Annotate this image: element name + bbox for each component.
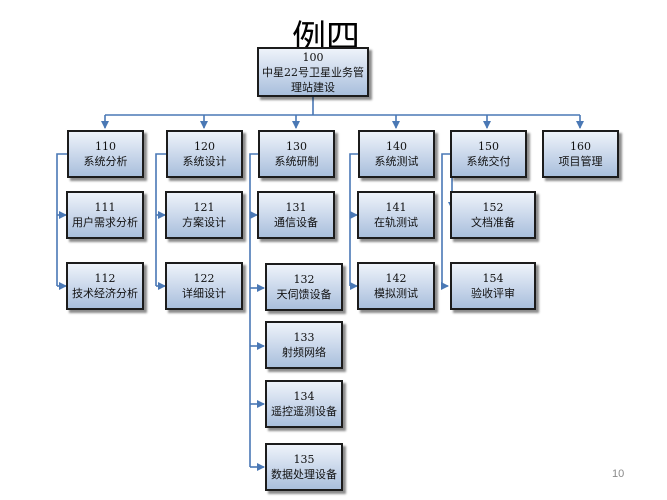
node-code: 122	[193, 272, 215, 285]
wbs-node-140: 140 系统测试	[358, 130, 435, 178]
node-name: 射频网络	[282, 346, 326, 359]
wbs-node-134: 134 遥控遥测设备	[265, 380, 343, 428]
wbs-node-160: 160 项目管理	[542, 130, 619, 178]
node-code: 100	[302, 50, 324, 64]
node-code: 154	[482, 272, 504, 285]
node-code: 150	[478, 140, 499, 153]
node-code: 142	[385, 272, 407, 285]
wbs-node-111: 111 用户需求分析	[66, 191, 144, 239]
node-code: 111	[94, 201, 116, 214]
node-code: 152	[482, 201, 504, 214]
node-name: 项目管理	[558, 155, 603, 168]
node-code: 130	[286, 140, 307, 153]
connector-root-bus	[105, 96, 580, 116]
wbs-node-132: 132 天伺馈设备	[265, 263, 343, 311]
wbs-node-141: 141 在轨测试	[357, 191, 435, 239]
node-name: 系统分析	[83, 155, 128, 168]
wbs-node-121: 121 方案设计	[165, 191, 243, 239]
node-name: 系统设计	[182, 155, 227, 168]
node-code: 160	[570, 140, 591, 153]
node-code: 134	[293, 390, 315, 403]
node-code: 112	[94, 272, 116, 285]
wbs-node-112: 112 技术经济分析	[66, 262, 144, 310]
wbs-node-131: 131 通信设备	[257, 191, 335, 239]
node-name: 数据处理设备	[271, 468, 337, 481]
wbs-node-110: 110 系统分析	[67, 130, 144, 178]
node-name: 方案设计	[182, 216, 226, 229]
wbs-node-122: 122 详细设计	[165, 262, 243, 310]
node-name: 用户需求分析	[72, 216, 138, 229]
node-name: 模拟测试	[374, 287, 418, 300]
connector-130-spine	[249, 153, 258, 467]
wbs-node-130: 130 系统研制	[258, 130, 335, 178]
node-title-line1: 中星22号卫星业务管	[262, 65, 364, 79]
node-name: 通信设备	[274, 216, 318, 229]
node-code: 133	[293, 331, 315, 344]
node-name: 详细设计	[182, 287, 226, 300]
node-name: 系统研制	[274, 155, 319, 168]
node-code: 135	[293, 453, 315, 466]
wbs-node-135: 135 数据处理设备	[265, 443, 343, 491]
wbs-node-154: 154 验收评审	[450, 262, 536, 310]
node-code: 121	[193, 201, 215, 214]
wbs-node-100: 100 中星22号卫星业务管 理站建设	[257, 47, 369, 97]
wbs-node-120: 120 系统设计	[166, 130, 243, 178]
node-name: 系统交付	[466, 155, 511, 168]
wbs-node-152: 152 文档准备	[450, 191, 536, 239]
connector-150-spine	[441, 153, 450, 290]
node-code: 140	[386, 140, 407, 153]
wbs-node-142: 142 模拟测试	[357, 262, 435, 310]
connector-110-spine	[56, 153, 67, 286]
node-name: 天伺馈设备	[276, 288, 332, 301]
node-title-line2: 理站建设	[291, 80, 335, 94]
connector-140-spine	[349, 153, 358, 286]
node-name: 在轨测试	[374, 216, 418, 229]
connector-120-spine	[155, 153, 166, 286]
node-name: 文档准备	[471, 216, 515, 229]
wbs-node-133: 133 射频网络	[265, 321, 343, 369]
node-code: 110	[95, 140, 116, 153]
node-code: 120	[194, 140, 215, 153]
wbs-node-150: 150 系统交付	[450, 130, 527, 178]
node-code: 132	[293, 273, 315, 286]
node-name: 技术经济分析	[72, 287, 138, 300]
node-name: 遥控遥测设备	[271, 405, 337, 418]
node-code: 131	[285, 201, 307, 214]
node-code: 141	[385, 201, 407, 214]
node-name: 验收评审	[471, 287, 515, 300]
page-number: 10	[612, 468, 625, 480]
node-name: 系统测试	[374, 155, 419, 168]
